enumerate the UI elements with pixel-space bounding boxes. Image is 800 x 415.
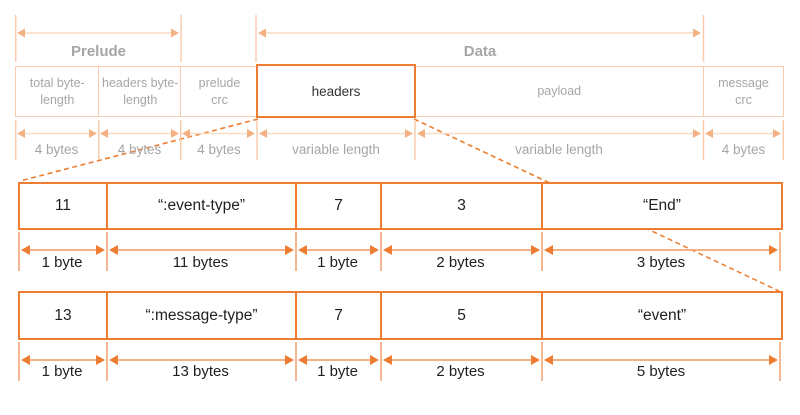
field-label: total byte-length <box>29 76 85 107</box>
arrowhead-icon <box>17 129 25 138</box>
field-box-headers-highlighted: headers <box>256 64 416 118</box>
header-cell-size-label: 1 byte <box>317 254 358 271</box>
arrowhead-icon <box>171 28 179 38</box>
arrowhead-icon <box>693 129 701 138</box>
field-size-label: 4 bytes <box>34 142 79 157</box>
field-box-prelude-crc: prelude crc <box>180 66 259 117</box>
header-cell-value-string: “event” <box>541 291 783 340</box>
arrowhead-icon <box>693 28 701 38</box>
header-cell-size-label: 2 bytes <box>436 363 485 380</box>
header-cell-name-length: 11 <box>18 182 108 230</box>
arrowhead-icon <box>100 129 108 138</box>
header-cell-size-label: 3 bytes <box>636 254 686 271</box>
dashed-connector-line <box>413 118 780 292</box>
arrowhead-icon <box>96 355 105 365</box>
header-cell-value: 3 <box>457 197 466 214</box>
field-box-payload: payload <box>414 66 705 117</box>
header-cell-value: 7 <box>334 306 343 324</box>
header-cell-name: “:message-type” <box>106 291 297 340</box>
header-cell-name: “:event-type” <box>106 182 297 230</box>
header-cell-name-length: 13 <box>18 291 108 340</box>
arrowhead-icon <box>705 129 713 138</box>
header-cell-value: “:message-type” <box>145 306 258 324</box>
arrowhead-icon <box>383 355 392 365</box>
field-label: message crc <box>718 76 769 107</box>
header-cell-size-label: 13 bytes <box>172 363 229 380</box>
field-label: headers byte-length <box>102 76 179 107</box>
field-size-label: variable length <box>515 142 603 157</box>
arrowhead-icon <box>370 245 379 255</box>
header-cell-size-label: 1 byte <box>41 363 83 380</box>
arrowhead-icon <box>171 129 179 138</box>
arrowhead-icon <box>21 245 30 255</box>
header-cell-size-label: 1 byte <box>317 363 358 380</box>
header-cell-value-length: 5 <box>380 291 543 340</box>
header-cell-size-label: 2 bytes <box>436 254 485 271</box>
arrowhead-icon <box>89 129 97 138</box>
prelude-span-label: Prelude <box>70 43 127 60</box>
field-label: headers <box>311 83 361 99</box>
arrowhead-icon <box>769 355 778 365</box>
arrowhead-icon <box>531 355 540 365</box>
arrowhead-icon <box>405 129 413 138</box>
arrowhead-icon <box>298 355 307 365</box>
arrowhead-icon <box>109 355 118 365</box>
field-size-label: 4 bytes <box>197 142 241 157</box>
field-label: payload <box>537 84 582 99</box>
arrowhead-icon <box>109 245 118 255</box>
field-size-label: 4 bytes <box>721 142 766 157</box>
header-cell-size-label: 11 bytes <box>172 254 229 271</box>
arrowhead-icon <box>544 245 553 255</box>
header-cell-size-label: 1 byte <box>41 254 83 271</box>
header-cell-value: “:event-type” <box>157 197 245 214</box>
arrowhead-icon <box>370 355 379 365</box>
header-cell-value: 5 <box>457 306 466 324</box>
arrowhead-icon <box>417 129 425 138</box>
arrowhead-icon <box>285 245 294 255</box>
arrowhead-icon <box>182 129 190 138</box>
header-cell-value-length: 3 <box>380 182 543 230</box>
arrowhead-icon <box>298 245 307 255</box>
arrowhead-icon <box>769 245 778 255</box>
dashed-connector-line <box>19 118 259 182</box>
arrowhead-icon <box>258 28 266 38</box>
field-box-total-byte-length: total byte-length <box>15 66 100 117</box>
arrowhead-icon <box>96 245 105 255</box>
header-cell-value: 11 <box>54 197 72 214</box>
field-label: prelude crc <box>198 76 241 107</box>
header-cell-type: 7 <box>295 182 382 230</box>
field-box-headers-byte-length: headers byte-length <box>98 66 183 117</box>
field-box-message-crc: message crc <box>703 66 784 117</box>
data-span-label: Data <box>463 43 497 60</box>
arrowhead-icon <box>247 129 255 138</box>
header-cell-size-label: 5 bytes <box>636 363 686 380</box>
header-cell-value: 13 <box>54 306 72 324</box>
arrowhead-icon <box>531 245 540 255</box>
header-cell-value: “End” <box>643 197 681 214</box>
field-size-label: variable length <box>292 142 380 157</box>
field-size-label: 4 bytes <box>117 142 162 157</box>
header-cell-type: 7 <box>295 291 382 340</box>
arrowhead-icon <box>544 355 553 365</box>
header-cell-value: “event” <box>637 306 687 324</box>
arrowhead-icon <box>21 355 30 365</box>
arrowhead-icon <box>259 129 267 138</box>
arrowhead-icon <box>383 245 392 255</box>
arrowhead-icon <box>17 28 25 38</box>
arrowhead-icon <box>285 355 294 365</box>
arrowhead-icon <box>773 129 781 138</box>
header-cell-value-string: “End” <box>541 182 783 230</box>
header-cell-value: 7 <box>334 197 343 214</box>
